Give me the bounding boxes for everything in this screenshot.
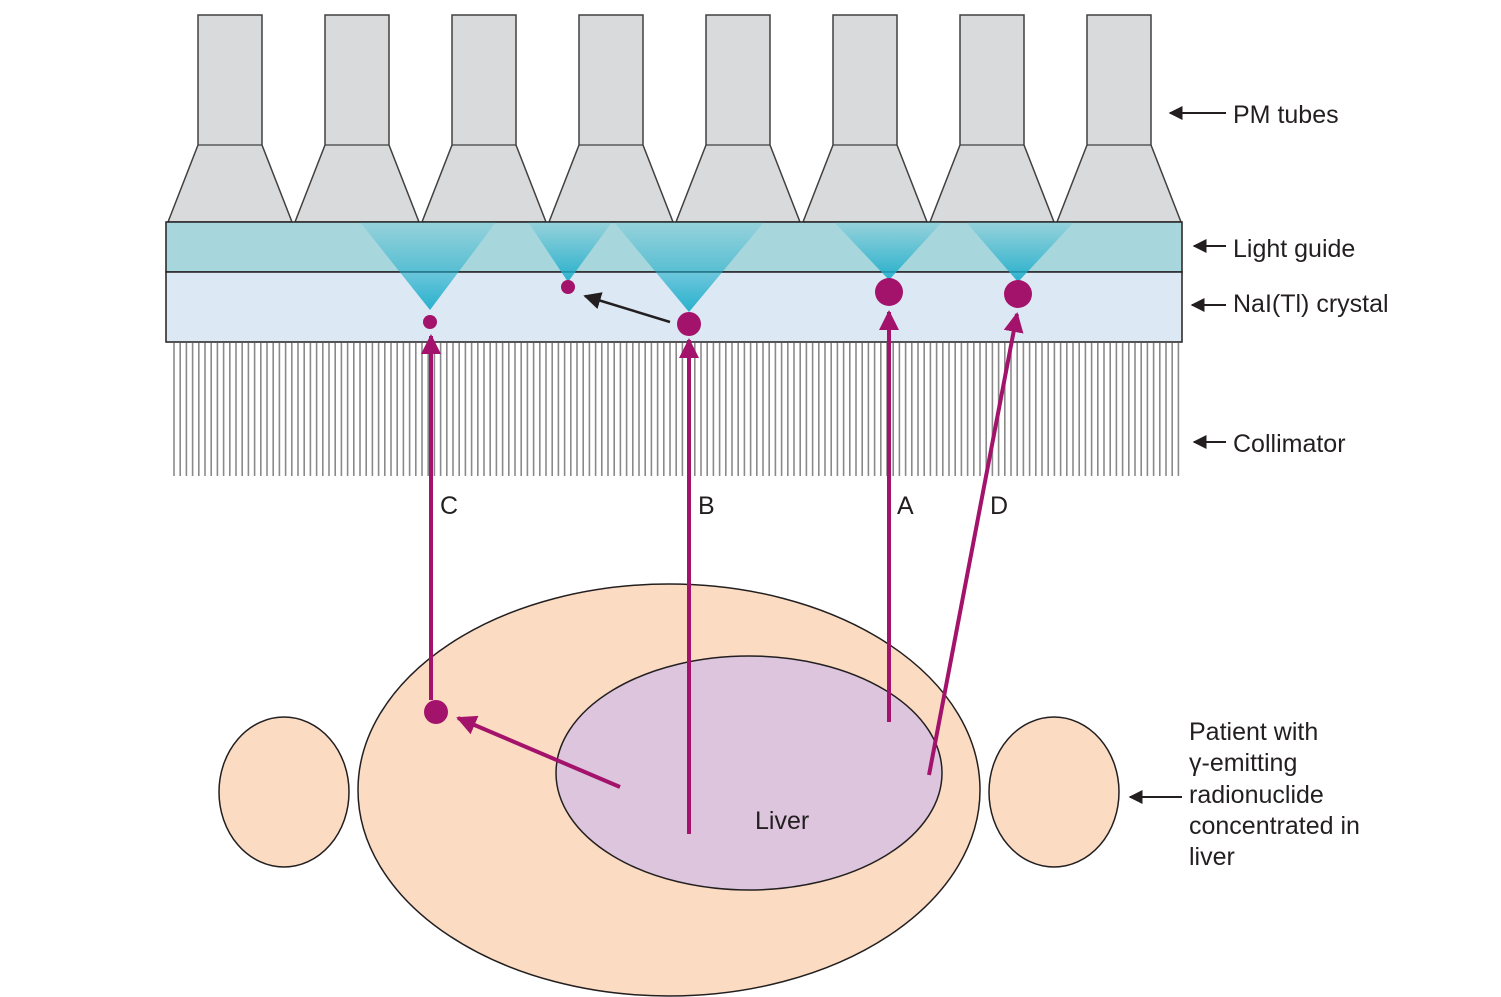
collimator [173, 343, 1180, 476]
light-cone-scatter [528, 222, 612, 282]
pm-tube [420, 14, 548, 223]
light-cone-a [834, 222, 942, 280]
light-cone-b [614, 222, 764, 312]
pm-tube [928, 14, 1056, 223]
pm-tube [293, 14, 421, 223]
crystal-scatter-arrow [583, 292, 671, 324]
scatter-point-body [424, 700, 448, 724]
ray-d [927, 312, 1024, 776]
gamma-rays [421, 310, 1024, 834]
patient-arm-right [988, 716, 1120, 868]
light-cones [360, 222, 1074, 312]
ray-label-a: A [897, 492, 914, 520]
pm-tube [166, 14, 294, 223]
interaction-point-a [875, 278, 903, 306]
interaction-point-c [423, 315, 437, 329]
interaction-point-d [1004, 280, 1032, 308]
interaction-point-b [677, 312, 701, 336]
crystal-label: NaI(Tl) crystal [1233, 290, 1389, 318]
ray-label-c: C [440, 492, 458, 520]
patient-label: Patient with γ-emitting radionuclide con… [1189, 718, 1360, 871]
light-cone-c [360, 222, 496, 310]
light-guide-label: Light guide [1233, 235, 1355, 263]
interaction-point-scatter [561, 280, 575, 294]
patient-label-line-4: concentrated in [1189, 812, 1360, 840]
interaction-points [423, 278, 1032, 724]
pm-tube [801, 14, 929, 223]
pm-tube [1055, 14, 1183, 223]
pm-tubes [166, 14, 1183, 223]
pm-tube [547, 14, 675, 223]
ray-label-b: B [698, 492, 715, 520]
patient-label-line-1: Patient with [1189, 718, 1318, 746]
pm-tubes-label: PM tubes [1233, 101, 1339, 129]
ray-label-d: D [990, 492, 1008, 520]
patient-label-line-5: liver [1189, 843, 1235, 871]
light-cone-d [966, 222, 1074, 282]
collimator-label: Collimator [1233, 430, 1346, 458]
pm-tube [674, 14, 802, 223]
liver-organ [555, 655, 943, 891]
ray-c-scatter [456, 715, 621, 789]
patient-arm-left [218, 716, 350, 868]
patient-label-line-2: γ-emitting [1189, 749, 1297, 777]
liver-label: Liver [755, 807, 809, 835]
patient-label-line-3: radionuclide [1189, 781, 1324, 809]
